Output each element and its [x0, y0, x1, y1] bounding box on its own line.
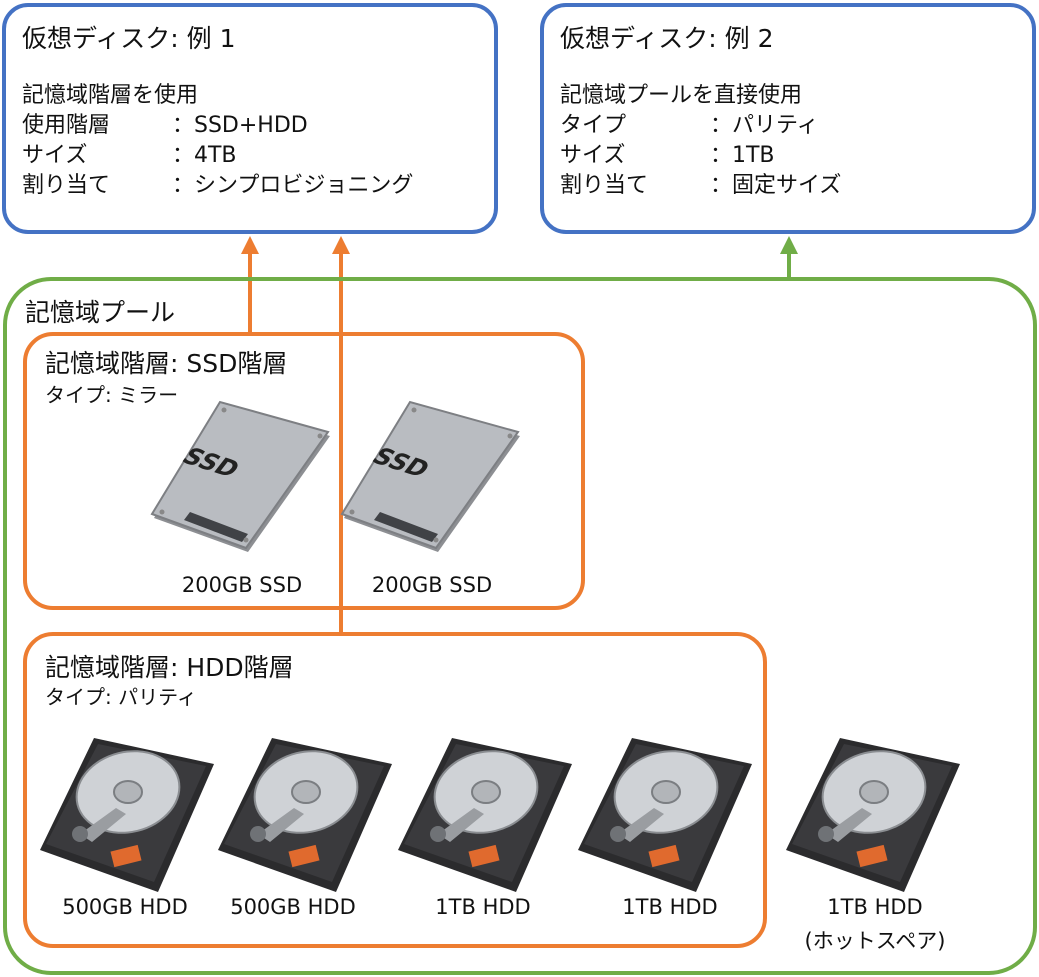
hdd-disk-1-label: 500GB HDD	[62, 895, 188, 919]
arrowhead-ssd	[241, 236, 259, 254]
ssd-icon: SSD	[340, 400, 520, 552]
hdd-disk-3	[398, 738, 572, 894]
hdd-icon	[218, 738, 392, 892]
ssd-tier-type: タイプ: ミラー	[45, 383, 179, 407]
property-row: サイズ ：1TB	[560, 141, 841, 171]
property-row: 割り当て ：固定サイズ	[560, 171, 841, 201]
property-key: 使用階層	[22, 113, 111, 138]
virtual-disk-2-description: 記憶域プールを直接使用	[560, 83, 803, 108]
hdd-disk-4	[578, 738, 752, 894]
virtual-disk-1-description: 記憶域階層を使用	[22, 83, 199, 108]
property-value: ：SSD+HDD	[172, 113, 308, 138]
ssd-tier-title: 記憶域階層: SSD階層	[45, 349, 288, 378]
virtual-disk-2-title: 仮想ディスク: 例 2	[560, 24, 774, 53]
property-row: タイプ ：パリティ	[560, 111, 841, 141]
hdd-tier	[23, 632, 767, 948]
ssd-tier	[23, 332, 585, 610]
property-key: サイズ	[22, 143, 88, 168]
hdd-tier-title: 記憶域階層: HDD階層	[45, 653, 294, 682]
hot-spare-disk	[786, 738, 960, 894]
property-row: サイズ ：4TB	[22, 141, 413, 171]
property-value: ：パリティ	[710, 113, 819, 138]
ssd-disk-1: SSD	[150, 400, 334, 560]
arrowhead-hdd	[332, 236, 350, 254]
virtual-disk-1-properties: 使用階層 ：SSD+HDD サイズ ：4TB 割り当て ：シンプロビジョニング	[22, 111, 413, 201]
ssd-icon: SSD	[150, 400, 330, 552]
property-value: ：固定サイズ	[710, 173, 842, 198]
virtual-disk-2-properties: タイプ ：パリティ サイズ ：1TB 割り当て ：固定サイズ	[560, 111, 841, 201]
arrowhead-pool	[780, 236, 798, 254]
hdd-disk-4-label: 1TB HDD	[622, 895, 718, 919]
ssd-disk-2: SSD	[340, 400, 524, 560]
property-value: ：シンプロビジョニング	[172, 173, 414, 198]
virtual-disk-1-title: 仮想ディスク: 例 1	[22, 24, 236, 53]
hdd-icon	[40, 738, 214, 892]
hdd-disk-3-label: 1TB HDD	[435, 895, 531, 919]
virtual-disk-1: 仮想ディスク: 例 1 記憶域階層を使用 使用階層 ：SSD+HDD サイズ ：4T…	[2, 3, 498, 234]
hdd-icon	[578, 738, 752, 892]
hdd-disk-1	[40, 738, 214, 894]
hot-spare-note: (ホットスペア)	[804, 929, 946, 953]
hot-spare-label: 1TB HDD	[827, 895, 923, 919]
property-row: 割り当て ：シンプロビジョニング	[22, 171, 413, 201]
virtual-disk-2: 仮想ディスク: 例 2 記憶域プールを直接使用 タイプ ：パリティ サイズ ：1TB…	[540, 3, 1036, 234]
hdd-tier-type: タイプ: パリティ	[45, 685, 197, 709]
property-key: サイズ	[560, 143, 626, 168]
hdd-icon	[786, 738, 960, 892]
storage-pool	[3, 277, 1037, 975]
property-key: タイプ	[560, 113, 627, 138]
property-value: ：1TB	[710, 143, 775, 168]
property-value: ：4TB	[172, 143, 237, 168]
property-key: 割り当て	[560, 173, 649, 198]
property-row: 使用階層 ：SSD+HDD	[22, 111, 413, 141]
hdd-icon	[398, 738, 572, 892]
hdd-disk-2-label: 500GB HDD	[230, 895, 356, 919]
ssd-disk-1-label: 200GB SSD	[181, 573, 303, 597]
storage-pool-title: 記憶域プール	[25, 298, 176, 327]
property-key: 割り当て	[22, 173, 111, 198]
hdd-disk-2	[218, 738, 392, 894]
ssd-disk-2-label: 200GB SSD	[371, 573, 493, 597]
